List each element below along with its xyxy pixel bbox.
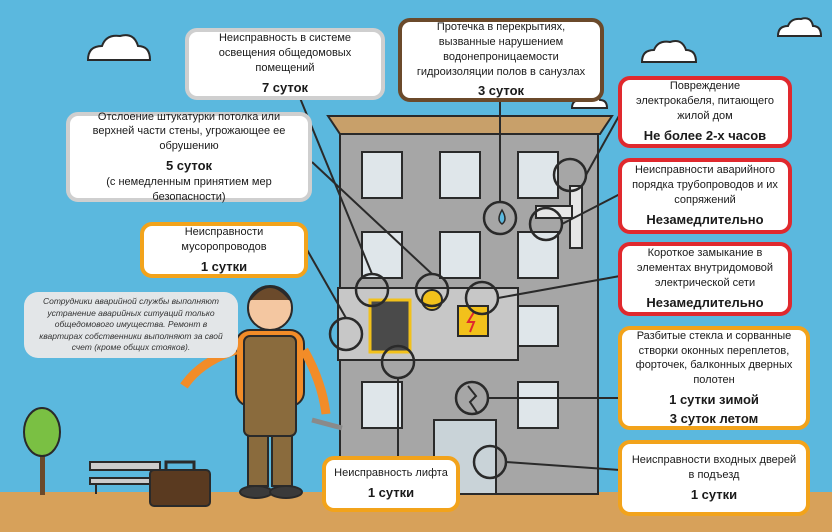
- callout-value: 3 суток: [477, 83, 525, 99]
- callout-value: 1 сутки зимой: [669, 392, 759, 408]
- callout-value: Не более 2-х часов: [643, 128, 767, 143]
- cloud-icon: [640, 40, 698, 63]
- callout-text: Неисправности аварийного порядка трубопр…: [632, 164, 778, 207]
- callout-value: Незамедлительно: [646, 212, 764, 227]
- callout-value: Незамедлительно: [646, 295, 764, 310]
- cloud-icon: [776, 17, 823, 37]
- callout-leak: Протечка в перекрытиях, вызванные наруше…: [398, 18, 604, 102]
- callout-lighting: Неисправность в системе освещения общедо…: [185, 28, 385, 100]
- callout-note: (с немедленным принятием мер безопасност…: [106, 175, 272, 203]
- callout-text: Разбитые стекла и сорванные створки окон…: [635, 329, 793, 387]
- callout-short: Короткое замыкание в элементах внутридом…: [618, 242, 792, 316]
- callout-value: 1 сутки: [200, 258, 248, 274]
- callout-pipes: Неисправности аварийного порядка трубопр…: [618, 158, 792, 234]
- suitcase-icon: [149, 460, 211, 507]
- callout-plaster: Отслоение штукатурки потолка или верхней…: [66, 110, 312, 203]
- callout-text: Неисправности входных дверей в подъезд: [631, 453, 797, 481]
- callout-doors: Неисправности входных дверей в подъезд 1…: [618, 440, 810, 516]
- callout-value: 1 сутки: [367, 485, 415, 501]
- worker-icon: [180, 285, 331, 499]
- callout-value: 7 суток: [261, 80, 309, 95]
- callout-cable: Повреждение электрокабеля, питающего жил…: [618, 76, 792, 148]
- callout-text: Неисправность лифта: [334, 467, 448, 480]
- worker-speech-bubble: Сотрудники аварийной службы выполняют ус…: [24, 292, 238, 358]
- callout-text: Неисправность в системе освещения общедо…: [218, 32, 352, 75]
- callout-text: Повреждение электрокабеля, питающего жил…: [635, 80, 775, 123]
- callout-glass: Разбитые стекла и сорванные створки окон…: [618, 326, 810, 430]
- tree-icon: [23, 407, 61, 495]
- callout-text: Отслоение штукатурки потолка или верхней…: [92, 110, 286, 153]
- callout-value-2: 3 суток летом: [669, 410, 759, 426]
- broken-glass-icon: [467, 385, 479, 415]
- callout-text: Протечка в перекрытиях, вызванные наруше…: [416, 21, 586, 78]
- wrench-icon: [311, 417, 343, 431]
- drop-icon: [498, 208, 506, 225]
- callout-value: 1 сутки: [690, 486, 738, 502]
- cloud-icon: [86, 34, 152, 61]
- callout-value: 5 суток: [165, 158, 213, 174]
- callout-garbage: Неисправности мусоропроводов 1 сутки: [140, 222, 308, 278]
- callout-text: Короткое замыкание в элементах внутридом…: [636, 247, 774, 290]
- callout-elevator: Неисправность лифта 1 сутки: [322, 456, 460, 512]
- lightning-icon: [466, 311, 476, 333]
- callout-text: Неисправности мусоропроводов: [181, 225, 267, 253]
